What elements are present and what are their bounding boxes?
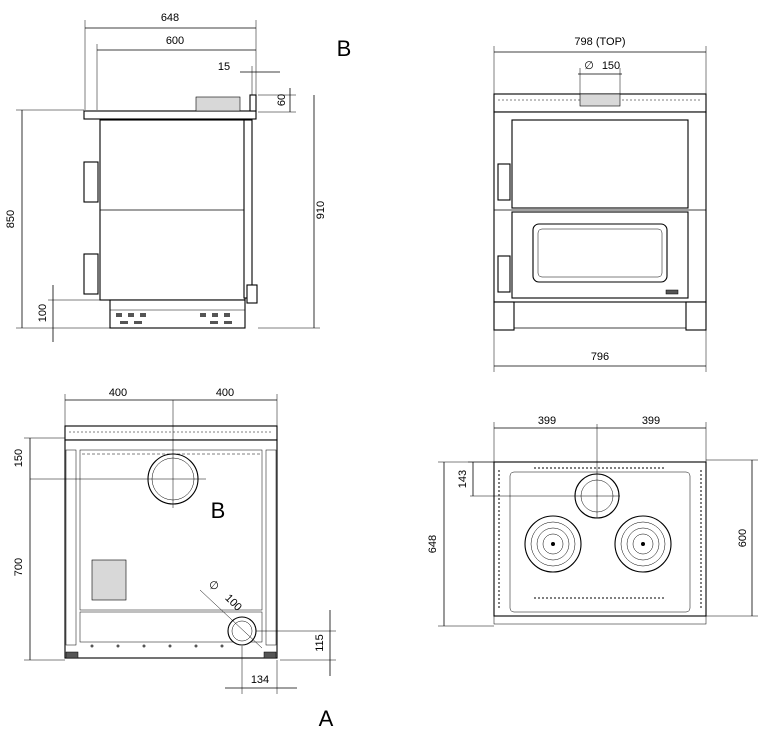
rear-top-plate bbox=[64, 425, 278, 441]
diameter-symbol-front: ∅ bbox=[584, 60, 594, 72]
front-foot-left bbox=[493, 301, 515, 331]
label-b-rear: B bbox=[211, 498, 226, 523]
side-handle-upper bbox=[83, 161, 99, 203]
hotplate-right bbox=[614, 515, 672, 573]
front-handle-lower bbox=[497, 255, 511, 293]
dim-399-right: 399 bbox=[642, 415, 660, 427]
dim-60: 60 bbox=[276, 94, 288, 106]
dim-600-top: 600 bbox=[737, 529, 749, 547]
side-top-plate bbox=[83, 110, 257, 120]
rear-view: 400 400 150 700 ∅ 100 115 134 B A bbox=[13, 387, 336, 731]
dim-150-flue: 150 bbox=[602, 60, 620, 72]
dim-134: 134 bbox=[251, 674, 269, 686]
dim-798-top: 798 (TOP) bbox=[574, 36, 625, 48]
dim-796: 796 bbox=[591, 351, 609, 363]
dim-648: 648 bbox=[161, 12, 179, 24]
side-view: 648 600 15 60 850 910 100 B bbox=[5, 12, 351, 342]
front-handle-upper bbox=[497, 163, 511, 201]
label-b-top: B bbox=[337, 36, 352, 61]
dim-143: 143 bbox=[457, 470, 469, 488]
diameter-symbol-rear: ∅ bbox=[209, 580, 219, 592]
dim-15: 15 bbox=[218, 61, 230, 73]
front-upper-door bbox=[511, 119, 689, 209]
dim-400-left: 400 bbox=[109, 387, 127, 399]
dim-850: 850 bbox=[5, 210, 17, 228]
front-foot-right bbox=[685, 301, 707, 331]
rear-plate bbox=[91, 559, 127, 601]
dim-700: 700 bbox=[13, 558, 25, 576]
dim-910: 910 bbox=[315, 201, 327, 219]
dim-115: 115 bbox=[314, 634, 326, 652]
dim-648-top: 648 bbox=[427, 535, 439, 553]
oven-window bbox=[532, 223, 668, 283]
dim-100: 100 bbox=[37, 304, 49, 322]
top-view: 399 399 143 648 600 bbox=[427, 415, 758, 627]
dim-399-left: 399 bbox=[538, 415, 556, 427]
side-handle-lower bbox=[83, 253, 99, 295]
dim-600: 600 bbox=[166, 35, 184, 47]
label-a: A bbox=[319, 706, 334, 731]
dim-150-rear: 150 bbox=[13, 449, 25, 467]
dim-400-right: 400 bbox=[216, 387, 234, 399]
front-view: 798 (TOP) ∅ 150 796 bbox=[493, 36, 707, 372]
front-flue-collar bbox=[579, 93, 621, 107]
side-flue-collar bbox=[195, 96, 241, 112]
hotplate-left bbox=[524, 515, 582, 573]
